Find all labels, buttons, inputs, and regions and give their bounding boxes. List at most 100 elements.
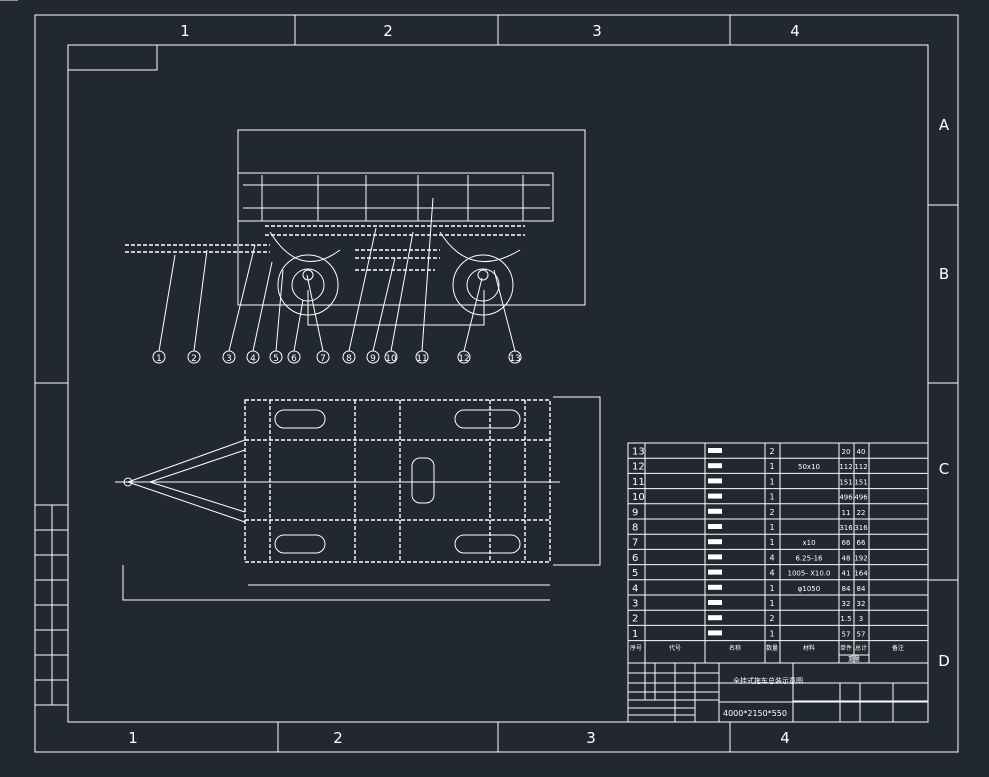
bom-quantity: 1	[769, 599, 774, 608]
bom-header-qty: 数量	[766, 644, 778, 652]
bom-part-name-illegible	[708, 539, 722, 545]
bom-unit-weight: 151	[839, 478, 852, 486]
callout-leader-line	[372, 257, 396, 352]
bom-header-total: 总计	[855, 644, 867, 652]
drawing-frame	[0, 0, 959, 753]
bom-total-weight: 32	[857, 600, 866, 608]
bom-quantity: 2	[769, 447, 774, 456]
bom-header-single: 单件	[840, 644, 852, 652]
callout-circle	[342, 350, 356, 364]
top-view	[115, 396, 601, 601]
title-block: 全挂式拖车总装示意图 4000*2150*550	[627, 662, 929, 723]
callout-number: 11	[416, 354, 427, 364]
bom-total-weight: 112	[854, 463, 867, 471]
bom-unit-weight: 32	[842, 600, 851, 608]
bom-quantity: 4	[769, 569, 774, 578]
callout-number: 7	[320, 354, 326, 364]
zone-label-right: C	[939, 460, 949, 478]
bom-part-name-illegible	[708, 600, 722, 605]
bom-total-weight: 66	[857, 539, 866, 547]
bom-item-number: 5	[632, 568, 638, 579]
bom-total-weight: 40	[857, 448, 866, 456]
bom-item-number: 4	[632, 583, 638, 594]
zone-label-bottom: 4	[780, 729, 790, 747]
callout-leader-line	[158, 254, 176, 352]
bom-part-name-illegible	[708, 463, 722, 469]
callout-leader-line	[493, 269, 516, 352]
bom-material: 1005- X10.0	[788, 570, 831, 578]
bom-unit-weight: 11	[842, 509, 851, 517]
bom-part-name-illegible	[708, 554, 722, 560]
bom-unit-weight: 112	[839, 463, 852, 471]
bom-part-name-illegible	[708, 448, 722, 453]
callout-number: 9	[370, 354, 376, 364]
callout-circle	[246, 350, 260, 364]
overall-dimensions: 4000*2150*550	[723, 709, 787, 718]
table-border	[627, 442, 929, 664]
callout-circle	[415, 350, 429, 364]
bom-header-no: 序号	[630, 644, 642, 652]
callout-number: 12	[458, 354, 469, 364]
bom-total-weight: 3	[859, 615, 863, 623]
bom-total-weight: 316	[854, 524, 868, 532]
side-view	[125, 129, 586, 326]
callout-circle	[287, 350, 301, 364]
bom-quantity: 2	[769, 614, 774, 623]
bom-total-weight: 84	[857, 585, 866, 593]
bom-total-weight: 151	[854, 478, 867, 486]
bom-header-weight: 重量	[848, 655, 860, 663]
callout-circle	[366, 350, 380, 364]
zone-label-top: 3	[592, 22, 602, 40]
callout-leader-line	[228, 244, 256, 352]
callout-leader-line	[275, 269, 284, 352]
bom-item-number: 12	[632, 462, 645, 473]
callout-circle	[384, 350, 398, 364]
bom-total-weight: 57	[857, 630, 866, 638]
bom-item-number: 10	[632, 492, 645, 503]
drawing-title: 全挂式拖车总装示意图	[733, 676, 803, 685]
zone-label-right: D	[938, 652, 950, 670]
bom-item-number: 2	[632, 614, 638, 625]
zone-label-top: 2	[383, 22, 393, 40]
callout-leader-line	[463, 277, 483, 352]
bom-header-material: 材料	[803, 644, 815, 652]
bom-quantity: 4	[769, 553, 774, 562]
callout-circle	[187, 350, 201, 364]
bom-material: x10	[802, 539, 815, 547]
bom-quantity: 1	[769, 477, 774, 486]
bom-quantity: 1	[769, 629, 774, 638]
callout-leader-line	[390, 231, 414, 352]
bom-quantity: 1	[769, 538, 774, 547]
bom-item-number: 8	[632, 523, 638, 534]
bom-total-weight: 496	[854, 494, 868, 502]
bom-unit-weight: 1.5	[840, 615, 851, 623]
callout-circle	[457, 350, 471, 364]
bom-quantity: 1	[769, 462, 774, 471]
zone-label-bottom: 2	[333, 729, 343, 747]
bom-quantity: 2	[769, 508, 774, 517]
callout-number: 6	[291, 354, 297, 364]
bom-unit-weight: 66	[842, 539, 851, 547]
callout-number: 8	[346, 354, 352, 364]
callout-number: 3	[226, 354, 232, 364]
callout-leader-line	[193, 249, 208, 352]
bom-item-number: 3	[632, 599, 638, 610]
bom-header-name: 名称	[729, 644, 741, 652]
bom-total-weight: 192	[854, 554, 867, 562]
bom-part-name-illegible	[708, 524, 722, 529]
bom-header-code: 代号	[669, 644, 681, 652]
callout-number: 1	[156, 354, 162, 364]
callout-leader-line	[252, 261, 273, 352]
bom-item-number: 1	[632, 629, 638, 640]
zone-label-bottom: 1	[128, 729, 138, 747]
bom-item-number: 11	[632, 477, 645, 488]
callout-number: 4	[250, 354, 256, 364]
bom-item-number: 7	[632, 538, 638, 549]
bom-unit-weight: 20	[842, 448, 851, 456]
bom-header-remark: 备注	[892, 644, 904, 652]
bom-unit-weight: 316	[839, 524, 853, 532]
bom-total-weight: 164	[854, 570, 868, 578]
